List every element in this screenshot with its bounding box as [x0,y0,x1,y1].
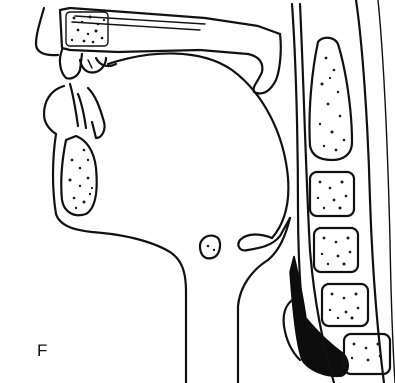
panel-label: F [37,341,47,361]
mandible [53,134,186,383]
hyoid-bone [200,236,220,259]
maxilla [60,8,280,54]
lower-teeth [70,84,105,138]
mandible-bone-texture [69,149,94,210]
tongue-outline [108,53,288,238]
maxilla-bone-texture [71,16,105,44]
vertebra-c4 [314,228,358,272]
upper-lip-outline [36,8,58,55]
vertebra-c2 [309,38,352,160]
laryngeal-wall [238,218,290,383]
vertebra-c5 [322,284,368,326]
soft-palate [248,34,281,94]
vertebra-c3 [310,172,354,216]
lower-lip-outline [44,86,64,134]
